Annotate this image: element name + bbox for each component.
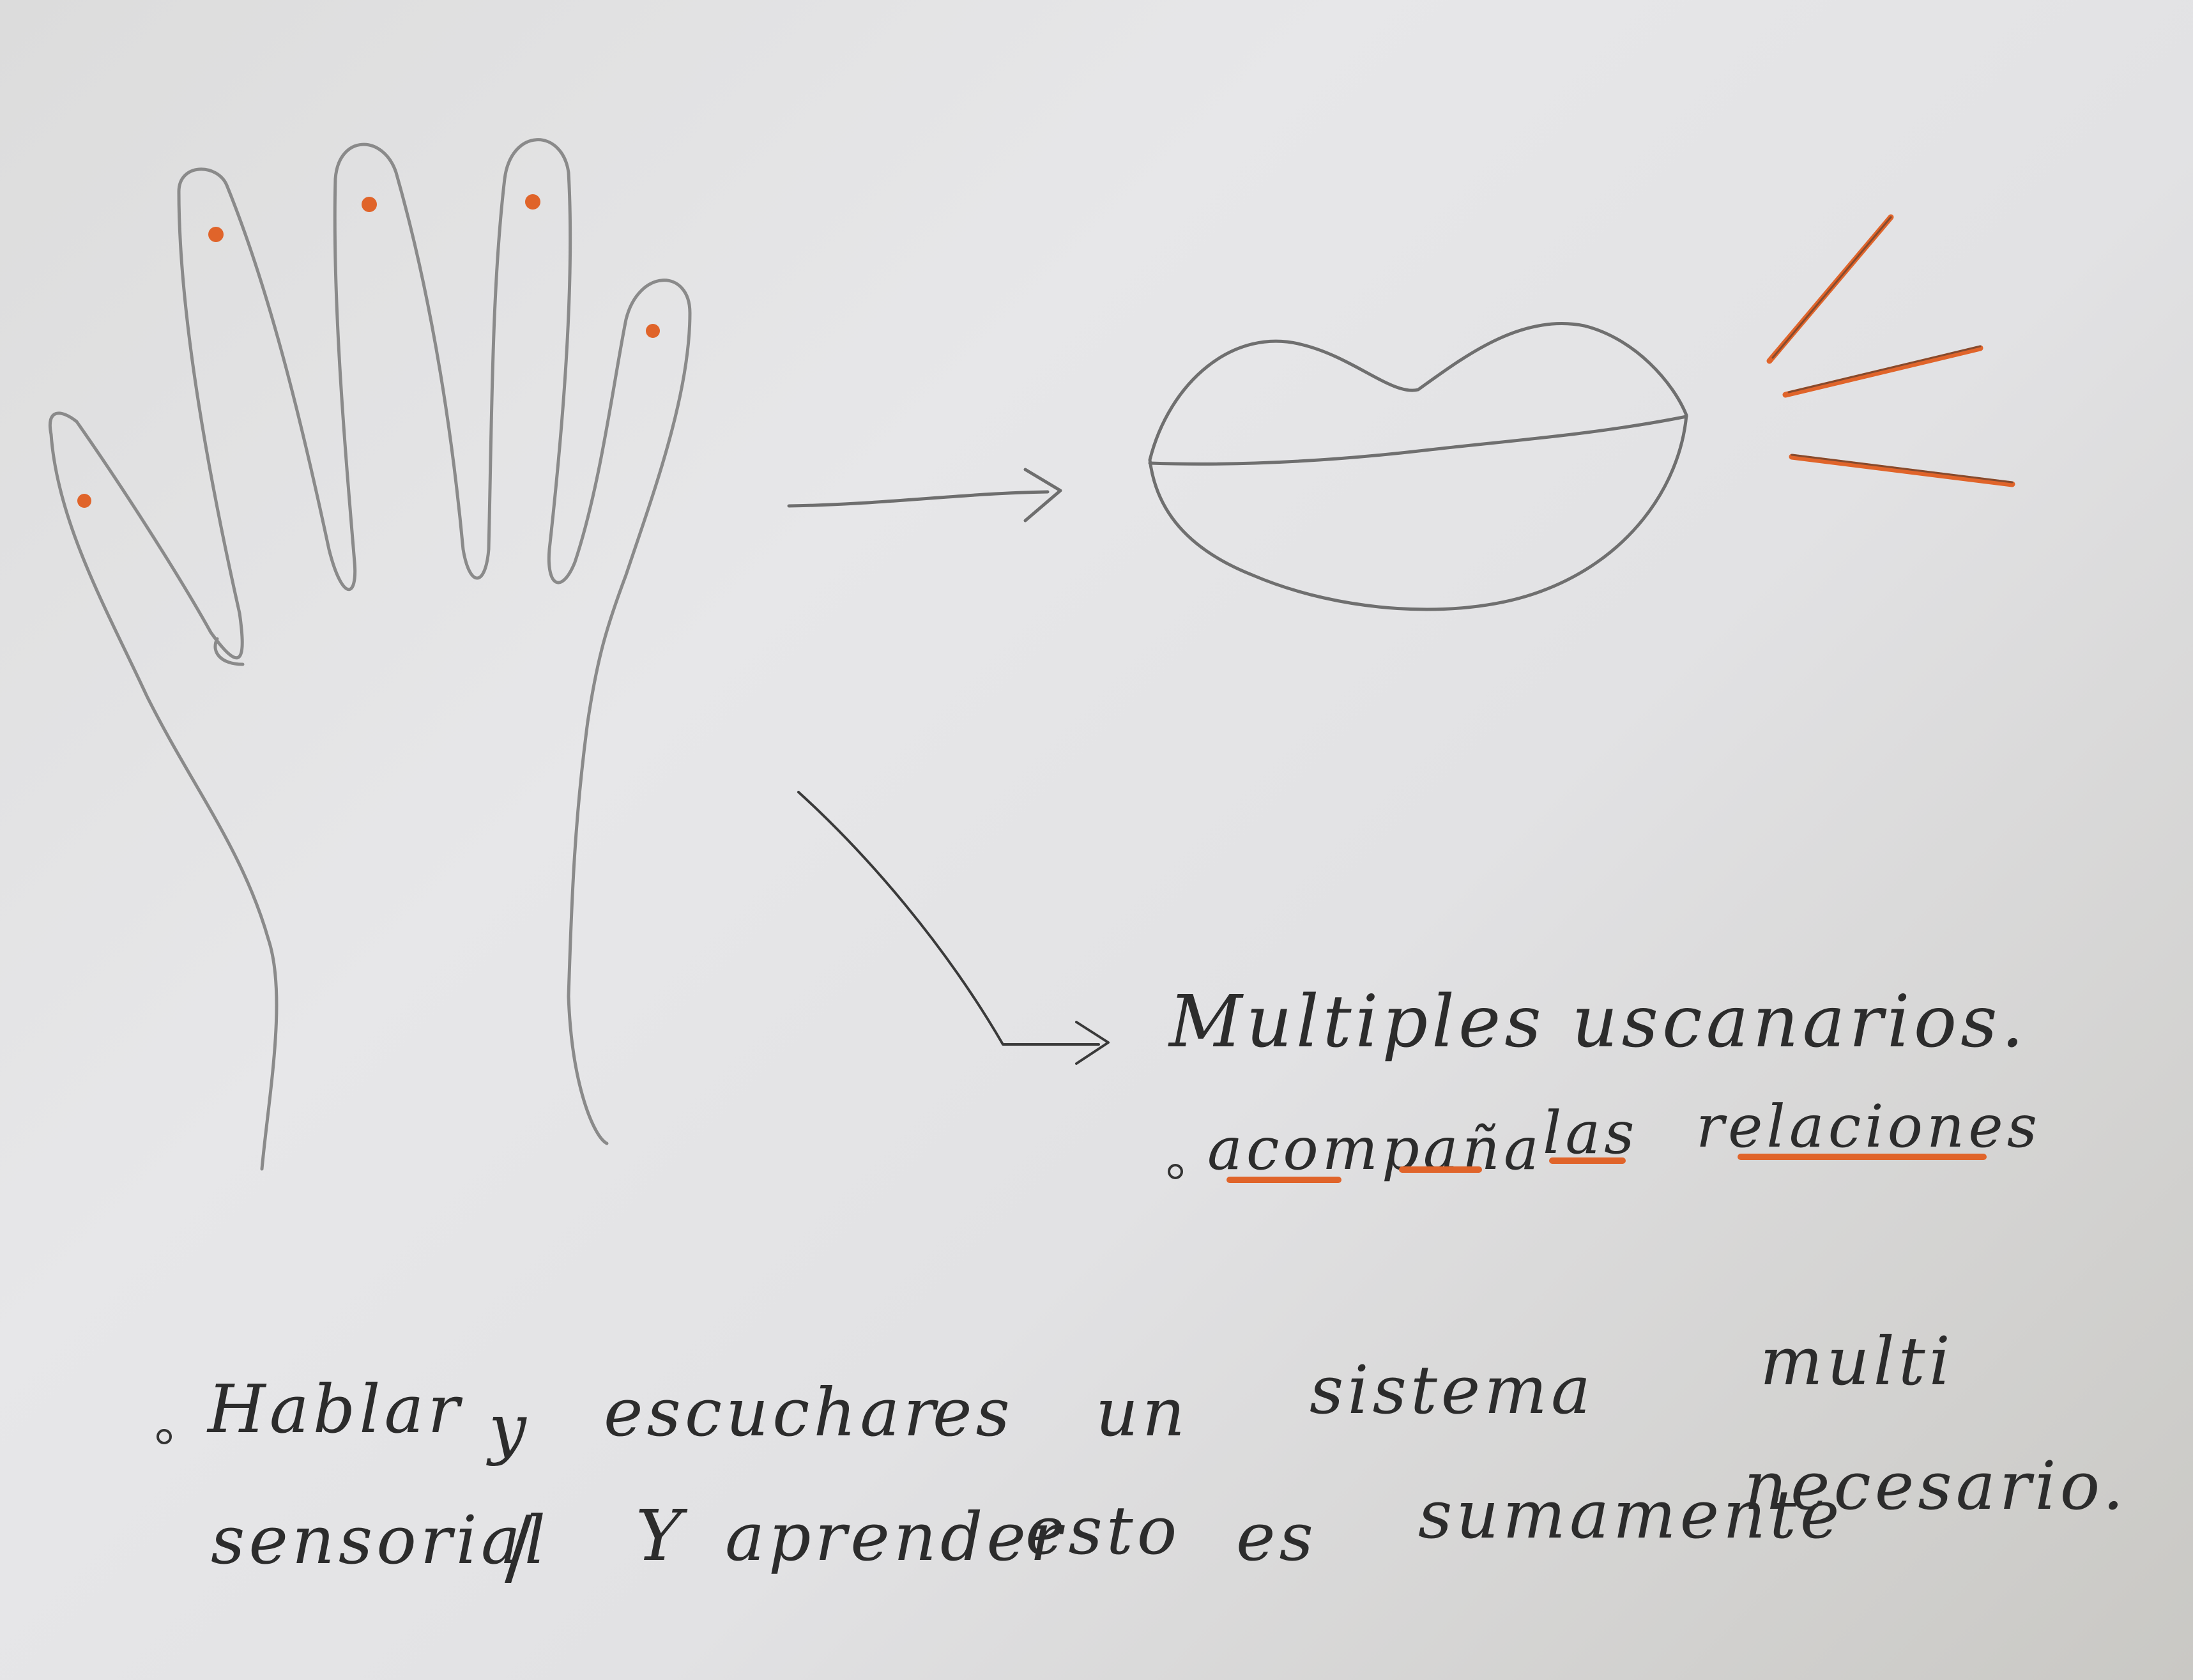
note-multiple-scenarios: Multiples uscanarios. xyxy=(1169,981,2028,1064)
note-accompany-word2: las xyxy=(1543,1099,1639,1167)
fingertip-dots xyxy=(77,194,660,508)
sentence-word: un xyxy=(1096,1373,1189,1451)
underline-acompana-b xyxy=(1399,1166,1482,1173)
hand-outline xyxy=(49,138,692,1171)
sentence-word: escuchar xyxy=(604,1373,940,1451)
hand-drawing xyxy=(49,138,692,1171)
index-dot xyxy=(208,227,224,242)
underline-relaciones xyxy=(1738,1154,1987,1160)
sentence-word: multi xyxy=(1760,1322,1954,1400)
sound-lines xyxy=(1766,214,2015,487)
underline-las xyxy=(1549,1157,1626,1164)
lips-drawing xyxy=(1148,322,1688,611)
arrow-icon xyxy=(787,468,1062,523)
sentence-word: Y xyxy=(636,1495,686,1577)
underline-acompana-a xyxy=(1226,1177,1341,1183)
note-accompany-word1: acompaña xyxy=(1207,1115,1543,1183)
sentence-word: Hablar xyxy=(208,1370,464,1448)
sentence-word: esto xyxy=(1025,1492,1181,1569)
sentence-word: sumamente xyxy=(1418,1476,1844,1554)
sentence-word: es xyxy=(933,1373,1014,1451)
sentence-word: sensorial xyxy=(211,1501,550,1579)
middle-dot xyxy=(362,197,377,212)
sentence-word: sistema xyxy=(1310,1351,1594,1429)
arrow-to-notes xyxy=(797,791,1110,1065)
ring-dot xyxy=(525,194,540,210)
sentence-word: y xyxy=(489,1389,530,1467)
sentence-word: / xyxy=(505,1498,537,1595)
note-accompany-word3: relaciones xyxy=(1696,1092,2041,1161)
sentence-word: aprender xyxy=(725,1498,1066,1576)
hand-palm-left xyxy=(213,637,245,666)
pinky-dot xyxy=(646,324,660,338)
bullet-dot-2 xyxy=(157,1429,172,1444)
thumb-dot xyxy=(77,494,91,508)
sentence-word: necesario. xyxy=(1744,1447,2128,1525)
bullet-dot xyxy=(1168,1164,1183,1179)
sentence-word: es xyxy=(1236,1498,1317,1576)
